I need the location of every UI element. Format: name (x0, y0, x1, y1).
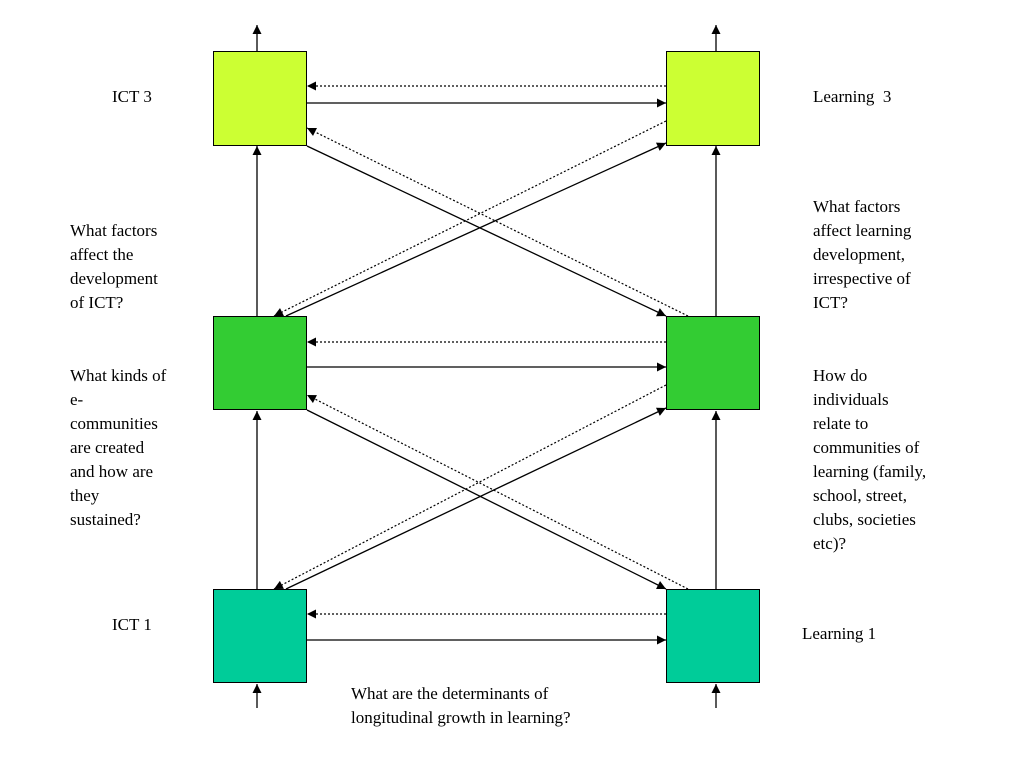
ict-1-box (213, 589, 307, 683)
individuals-question: How do individuals relate to communities… (813, 366, 927, 553)
determinants-question: What are the determinants of longitudina… (351, 684, 571, 727)
ict-factors-question: What factors affect the development of I… (70, 221, 158, 312)
arrow-ict-3-to-learning-2 (306, 145, 667, 317)
learning-2-box (666, 316, 760, 410)
ict-3-box (213, 51, 307, 146)
ict-3-label: ICT 3 (112, 87, 152, 106)
learning-1-label: Learning 1 (802, 624, 877, 643)
dotted-arrow-learning-2-to-ict-3 (306, 127, 689, 317)
learning-1-box (666, 589, 760, 683)
ict-1-label: ICT 1 (112, 615, 152, 634)
arrow-ict-1-to-learning-2 (285, 407, 667, 590)
learning-factors-question: What factors affect learning development… (813, 197, 912, 312)
dotted-arrow-learning-3-to-ict-2 (273, 120, 667, 317)
dotted-arrow-learning-2-to-ict-1 (273, 384, 667, 590)
arrow-ict-2-to-learning-1 (306, 409, 667, 590)
arrow-ict-2-to-learning-3 (285, 142, 667, 317)
learning-3-box (666, 51, 760, 146)
dotted-arrow-learning-1-to-ict-2 (306, 394, 689, 590)
learning-3-label: Learning 3 (813, 87, 892, 106)
e-communities-question: What kinds of e- communities are created… (70, 366, 167, 529)
ict-2-box (213, 316, 307, 410)
